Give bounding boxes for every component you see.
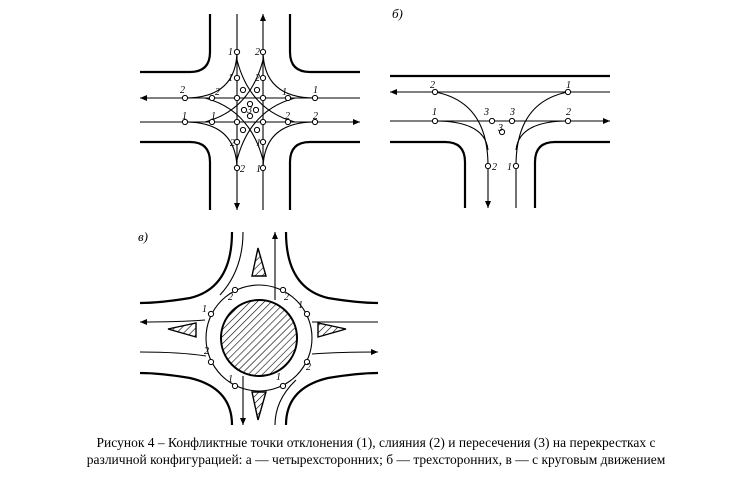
label-1: 1: [228, 73, 233, 84]
label-1: 1: [202, 304, 207, 315]
label-2: 2: [492, 162, 497, 173]
label-3: 3: [483, 107, 489, 118]
label-1: 1: [507, 162, 512, 173]
point-labels-b: 2 1 1 2 3 3 3 2 1: [430, 80, 571, 173]
conflict-points-a: [181, 48, 319, 172]
figure-caption: Рисунок 4 – Конфликтные точки отклонения…: [10, 434, 742, 468]
label-1: 1: [282, 87, 287, 98]
label-3: 3: [497, 123, 503, 134]
circulating-lane: [205, 284, 313, 392]
splitter-island-s: [251, 391, 267, 421]
label-3: 3: [246, 105, 252, 116]
label-2: 2: [204, 346, 209, 357]
point-labels-a: 1 2 1 2 2 2 1 1 1 1 2 2 3 2 1 2 1: [180, 47, 318, 175]
label-1: 1: [313, 85, 318, 96]
diagram-roundabout: в) 2 2 1 1 2: [138, 229, 379, 426]
label-1: 1: [256, 138, 261, 149]
label-1: 1: [256, 164, 261, 175]
label-1: 1: [182, 111, 187, 122]
label-2: 2: [228, 292, 233, 303]
splitter-island-e: [317, 322, 347, 338]
road-edge-nw: [139, 231, 234, 305]
label-2: 2: [313, 111, 318, 122]
label-2: 2: [230, 138, 235, 149]
label-1: 1: [432, 107, 437, 118]
road-edge-se: [284, 371, 379, 426]
label-2: 2: [240, 164, 245, 175]
conflict-points-c: [207, 286, 311, 390]
splitter-island-n: [251, 247, 267, 277]
label-2: 2: [306, 362, 311, 373]
diagram-four-way: 1 2 1 2 2 2 1 1 1 1 2 2 3 2 1 2 1: [140, 14, 360, 210]
label-2: 2: [255, 47, 260, 58]
label-2: 2: [255, 73, 260, 84]
label-2: 2: [566, 107, 571, 118]
label-2: 2: [430, 80, 435, 91]
road-edge-ne: [284, 231, 379, 305]
label-3: 3: [509, 107, 515, 118]
diagram-v-label: в): [138, 229, 148, 244]
caption-line-2: различной конфигурацией: а — четырехстор…: [86, 452, 666, 467]
label-1: 1: [276, 372, 281, 383]
label-2: 2: [180, 85, 185, 96]
label-2: 2: [285, 111, 290, 122]
label-1: 1: [566, 80, 571, 91]
label-1: 1: [228, 47, 233, 58]
point-labels-c: 2 2 1 1 2 2 1 1: [202, 292, 311, 385]
splitter-island-w: [167, 322, 197, 338]
label-1: 1: [228, 374, 233, 385]
diagram-b-label: б): [392, 6, 403, 21]
label-2: 2: [284, 292, 289, 303]
central-island: [220, 299, 298, 377]
conflict-points-b: [431, 88, 572, 170]
label-2: 2: [215, 87, 220, 98]
diagram-three-way: б) 2 1 1 2 3 3 3 2 1: [390, 6, 610, 208]
caption-line-1: Рисунок 4 – Конфликтные точки отклонения…: [96, 435, 656, 450]
road-edge-sw: [139, 371, 234, 426]
label-1: 1: [211, 111, 216, 122]
label-1: 1: [298, 300, 303, 311]
